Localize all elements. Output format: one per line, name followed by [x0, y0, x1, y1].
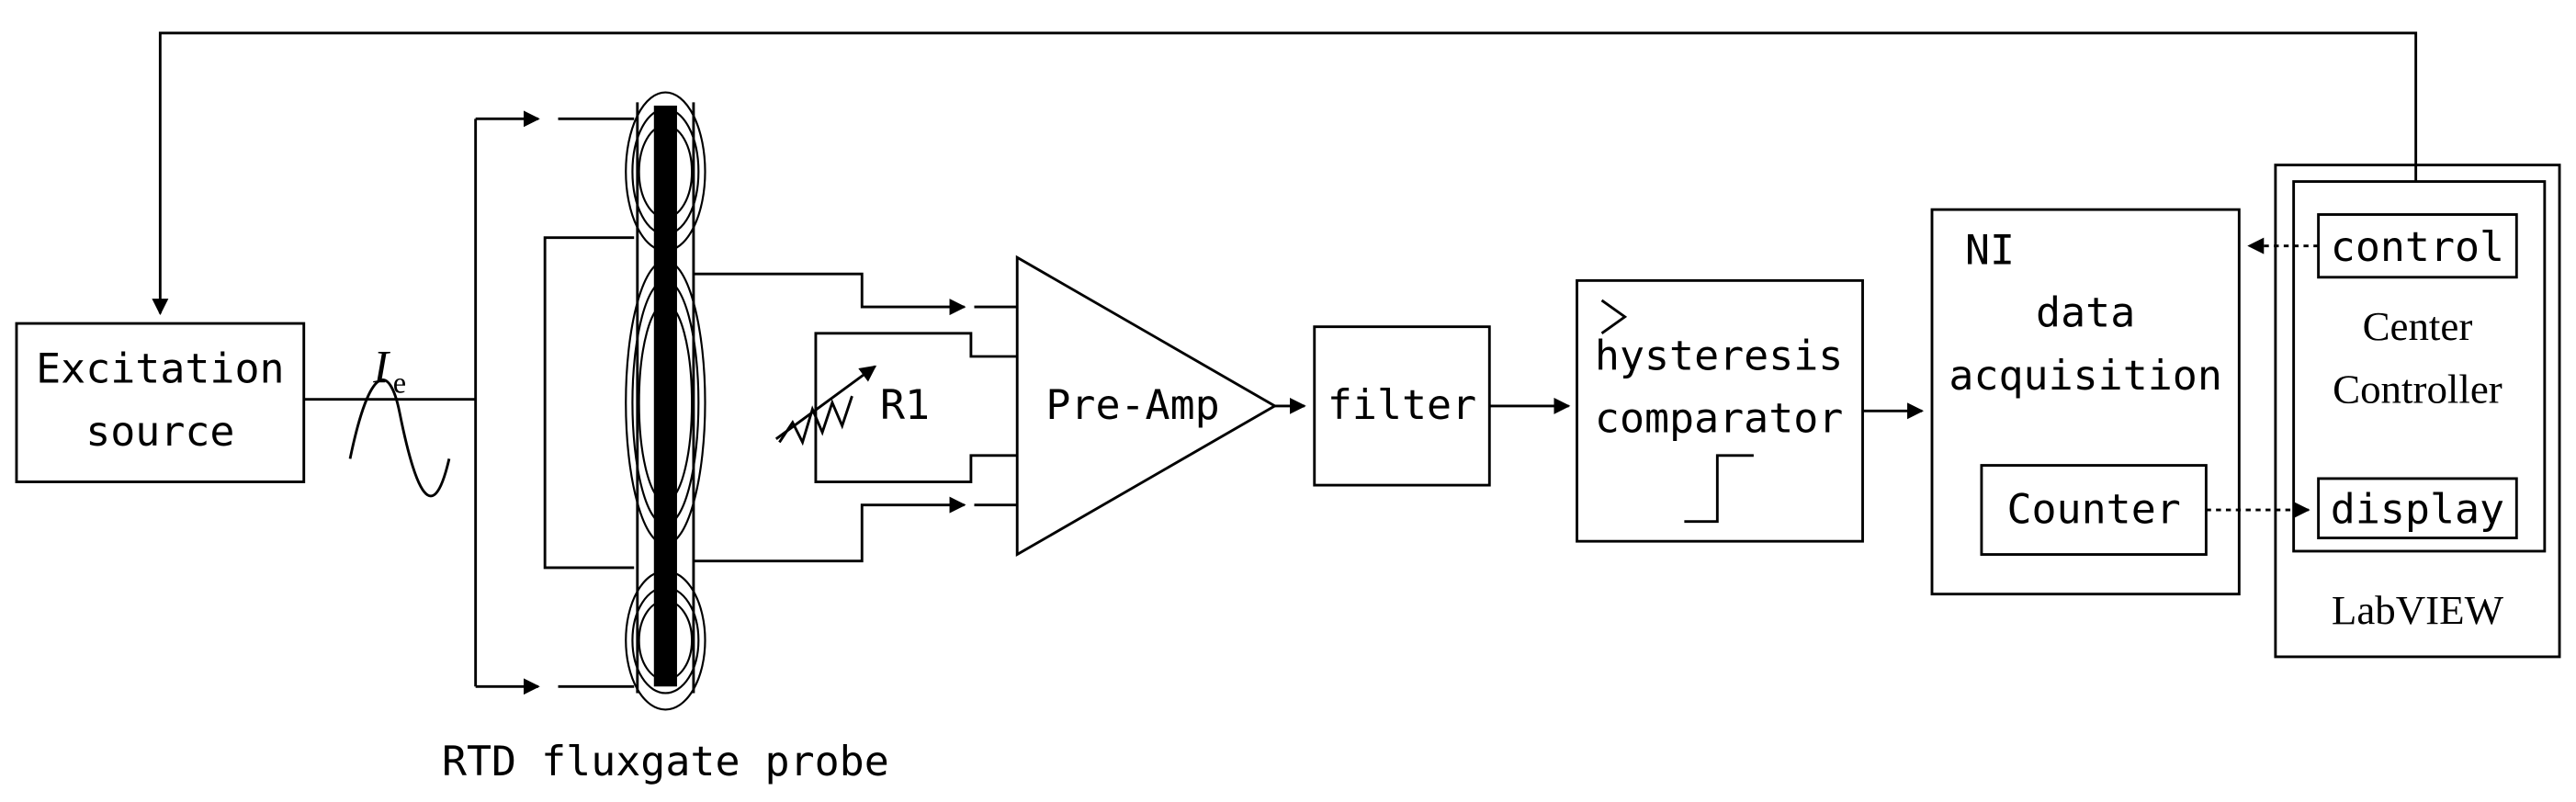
labview-outer-box: [2274, 164, 2561, 659]
resistor-loop: [814, 332, 1018, 483]
ni-label-line2: data: [2036, 288, 2135, 337]
display-label: display: [2331, 484, 2504, 533]
probe-upper-signal-wire: [693, 272, 966, 316]
ni-label-line3: acquisition: [1949, 351, 2222, 400]
center-controller-box: [2292, 180, 2547, 553]
control-label: control: [2331, 222, 2504, 271]
hysteresis-label-line1: hysteresis: [1595, 331, 1843, 379]
sine-wave-icon: [348, 378, 451, 498]
probe-core: [653, 105, 677, 687]
fluxgate-probe: [625, 91, 706, 711]
bottom-coil-turn: [638, 599, 694, 682]
resistor-label: R1: [880, 380, 930, 429]
display-box: [2317, 477, 2518, 540]
middle-coil-icon: [625, 259, 706, 546]
top-coil-turn: [631, 107, 700, 236]
bottom-coil-icon: [625, 570, 706, 711]
excitation-label-line1: Excitation: [36, 345, 284, 393]
middle-coil-turn: [638, 302, 694, 503]
center-label-line2: Controller: [2333, 366, 2503, 412]
bottom-coil-turn: [631, 586, 700, 695]
preamp-triangle: [1015, 254, 1278, 558]
preamp-label: Pre-Amp: [1045, 380, 1219, 429]
feedback-line: [152, 31, 2418, 316]
hysteresis-label-line2: comparator: [1595, 394, 1843, 443]
top-coil-icon: [625, 91, 706, 253]
current-subscript: e: [393, 367, 406, 400]
current-symbol: I: [372, 342, 390, 393]
resistor-adjust-arrow: [774, 365, 877, 440]
step-response-icon: [1684, 454, 1754, 524]
counter-label: Counter: [2006, 484, 2180, 533]
probe-loop-wire: [543, 236, 635, 570]
top-coil-turn: [638, 124, 694, 220]
excitation-label-line2: source: [85, 407, 234, 456]
excitation-source-box: [15, 322, 306, 483]
filter-label: filter: [1328, 380, 1476, 429]
probe-label: RTD fluxgate probe: [442, 737, 889, 785]
center-label-line1: Center: [2363, 303, 2473, 349]
ni-daq-box: [1930, 208, 2241, 596]
middle-coil-turn: [631, 279, 700, 526]
labview-label: LabVIEW: [2332, 587, 2504, 633]
probe-lower-signal-wire: [693, 496, 966, 563]
hysteresis-chevron-icon: [1600, 299, 1628, 335]
ni-label-line1: NI: [1965, 225, 2015, 274]
